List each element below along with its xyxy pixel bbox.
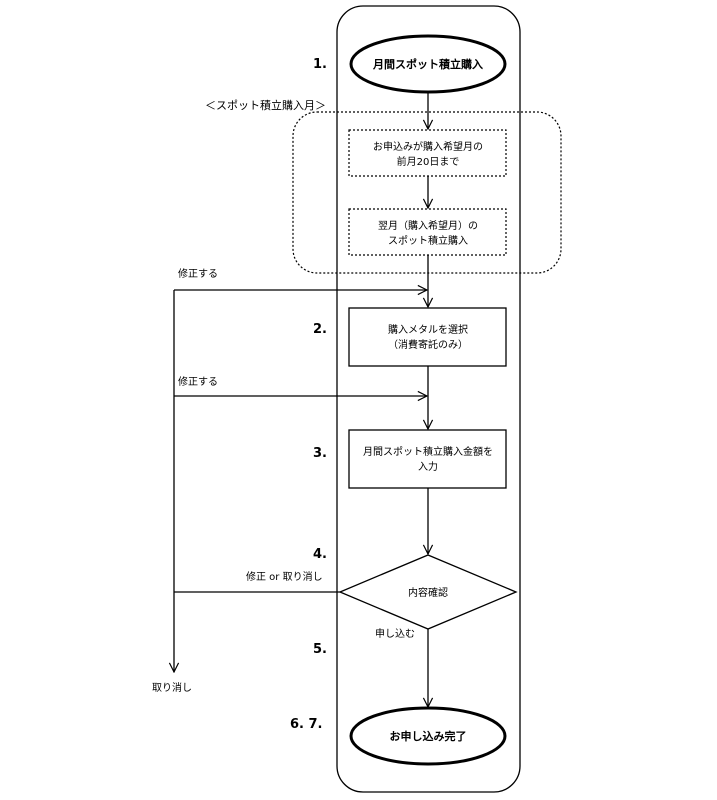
cancel-label: 取り消し xyxy=(152,681,192,694)
apply-deadline-line1: お申込みが購入希望月の xyxy=(373,140,483,153)
modify-edge-label-1: 修正する xyxy=(178,267,218,280)
step-number-2: 2. xyxy=(313,322,327,337)
select-metal-box xyxy=(348,307,507,367)
end-terminal xyxy=(349,706,507,766)
enter-amount-box xyxy=(348,429,507,489)
select-metal-line2: （消費寄託のみ） xyxy=(388,338,468,351)
modify-edge-label-2: 修正する xyxy=(178,375,218,388)
apply-edge-label: 申し込む xyxy=(375,627,415,640)
spot-month-group xyxy=(292,111,562,274)
enter-amount-line2: 入力 xyxy=(418,460,438,473)
step-number-1: 1. xyxy=(313,57,327,72)
select-metal-line1: 購入メタルを選択 xyxy=(388,323,468,336)
confirm-decision-label: 内容確認 xyxy=(408,586,448,599)
next-month-line1: 翌月（購入希望月）の xyxy=(378,219,478,232)
end-terminal-label: お申し込み完了 xyxy=(390,729,467,743)
enter-amount-line1: 月間スポット積立購入金額を xyxy=(363,445,493,458)
apply-deadline-line2: 前月20日まで xyxy=(397,155,460,168)
next-month-box xyxy=(348,208,507,256)
spot-month-group-label: ＜スポット積立購入月＞ xyxy=(205,98,326,112)
step-number-67: 6. 7. xyxy=(290,717,323,732)
next-month-line2: スポット積立購入 xyxy=(388,234,468,247)
step-number-5: 5. xyxy=(313,642,327,657)
swimlane-container xyxy=(336,5,521,793)
step-number-3: 3. xyxy=(313,446,327,461)
start-terminal-label: 月間スポット積立購入 xyxy=(372,57,483,71)
apply-deadline-box xyxy=(348,129,507,177)
modify-or-cancel-edge-label: 修正 or 取り消し xyxy=(246,570,323,583)
step-number-4: 4. xyxy=(313,547,327,562)
